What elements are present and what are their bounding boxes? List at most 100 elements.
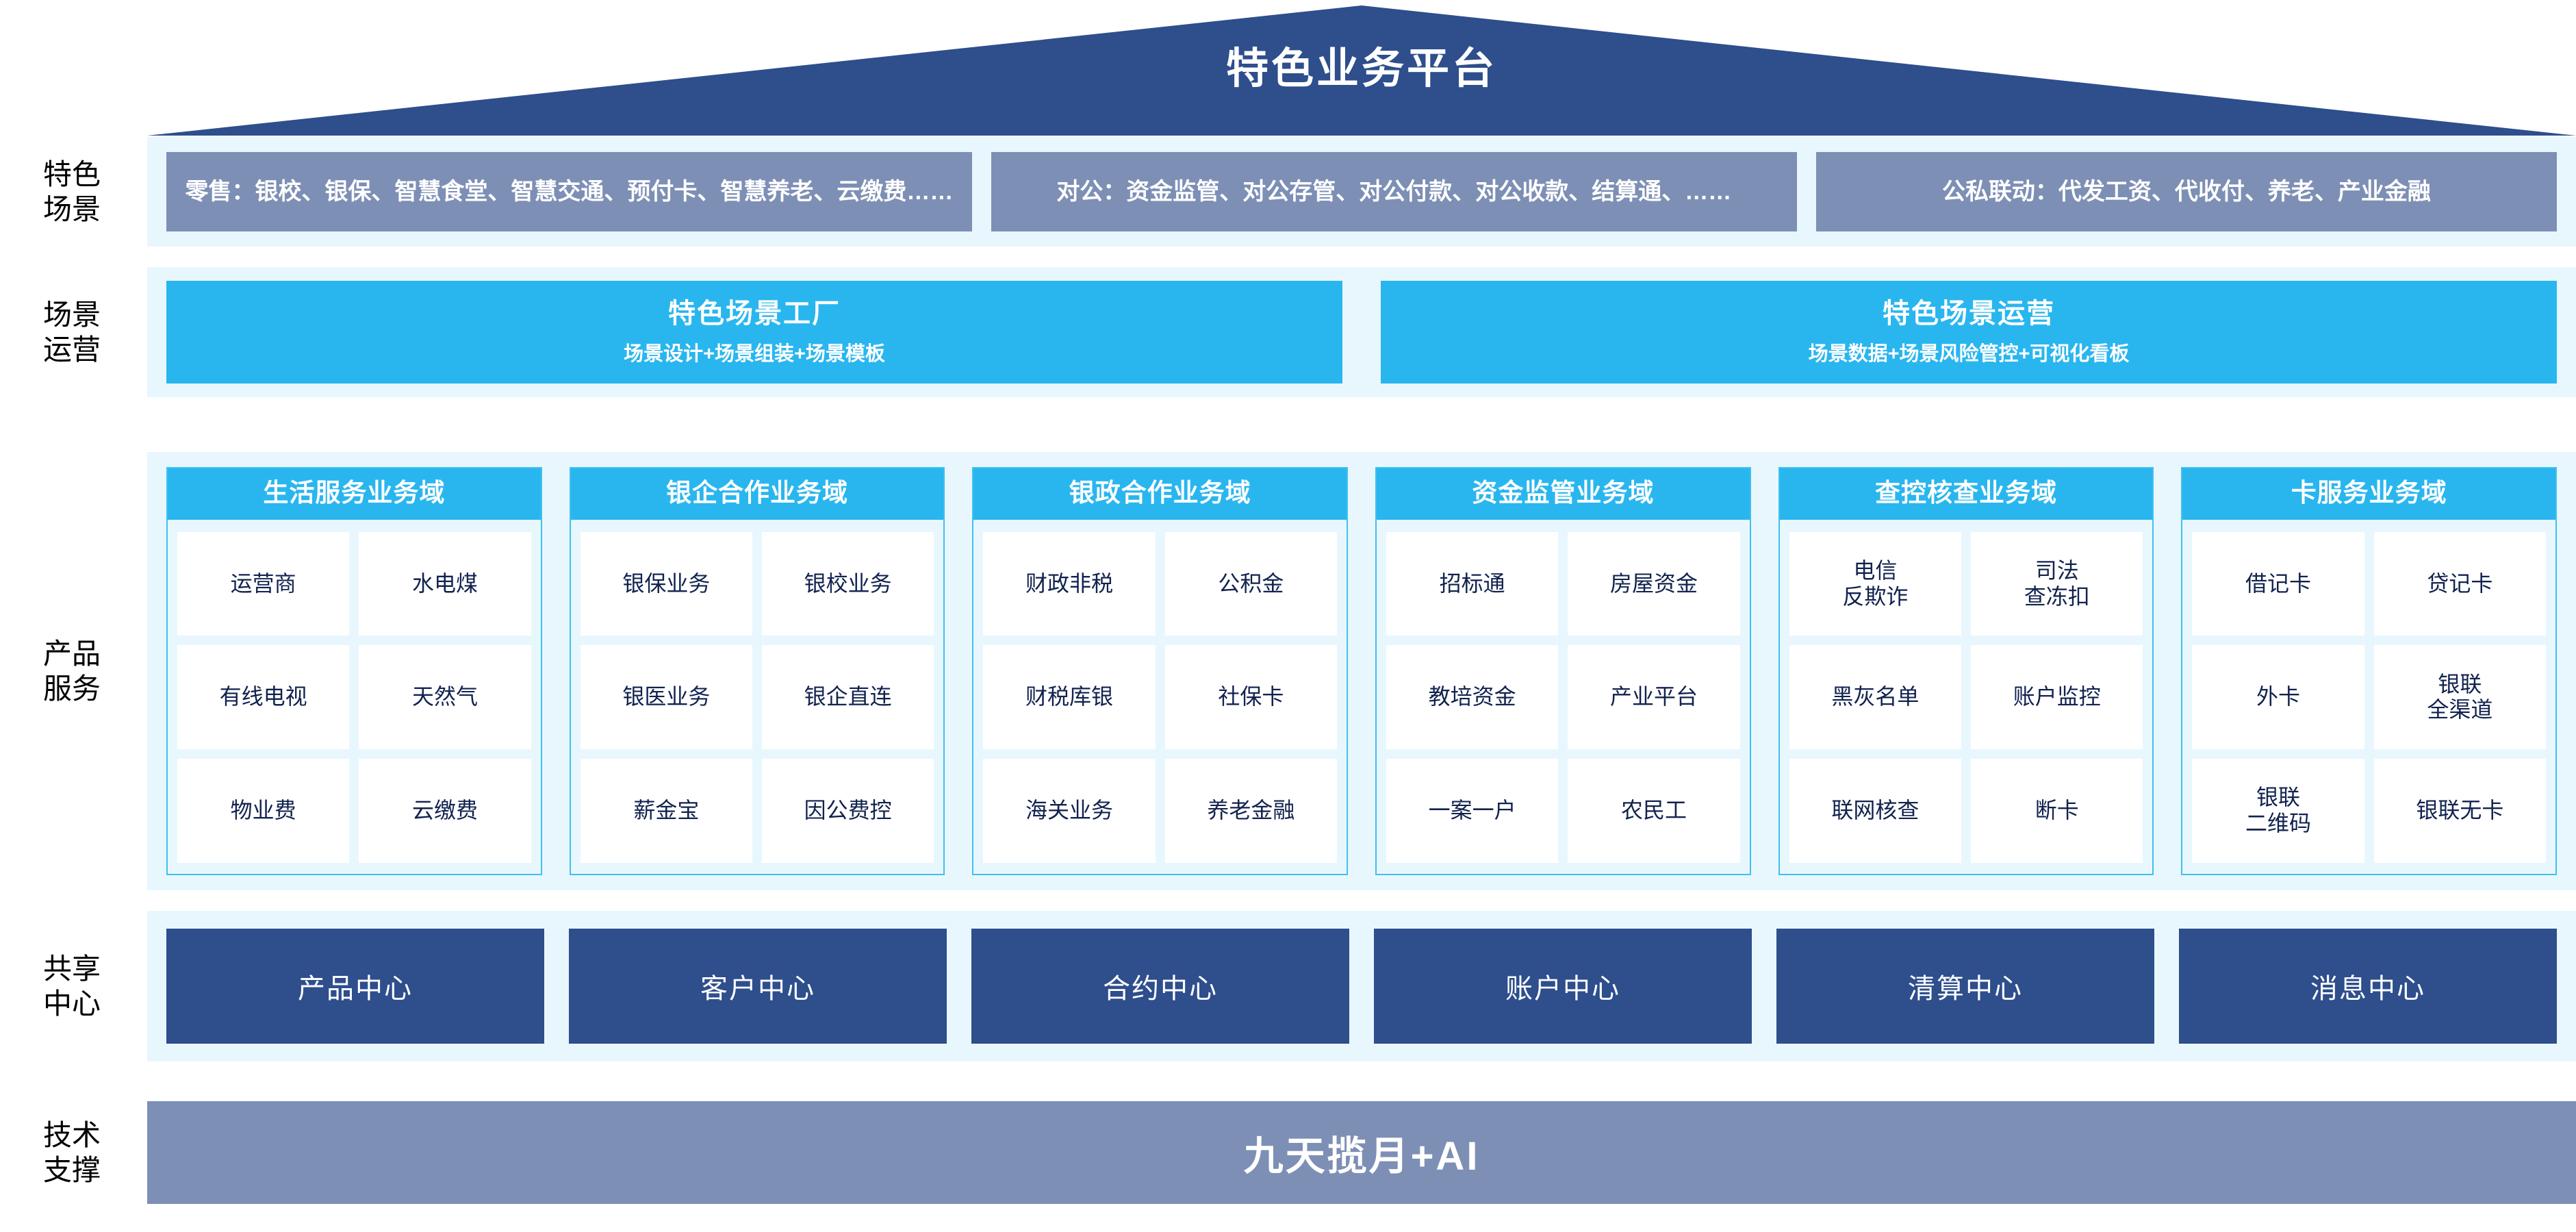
scene-box-retail[interactable]: 零售：银校、银保、智慧食堂、智慧交通、预付卡、智慧养老、云缴费……	[166, 152, 972, 231]
domain-row: 运营商 水电煤	[177, 531, 531, 636]
domain-cell[interactable]: 薪金宝	[580, 759, 753, 863]
row-label-tech: 技术 支撑	[0, 1101, 144, 1204]
row-label-tech-line1: 技术	[42, 1118, 101, 1151]
domain-card-card-service[interactable]: 卡服务业务域 借记卡 贷记卡 外卡 银联 全渠道 银联 二维码 银联无卡	[2181, 467, 2558, 875]
domain-cells-bank-enterprise: 银保业务 银校业务 银医业务 银企直连 薪金宝 因公费控	[571, 520, 944, 874]
domain-title-bank-government: 银政合作业务域	[973, 468, 1347, 520]
domain-card-investigation-control[interactable]: 查控核查业务域 电信 反欺诈 司法 查冻扣 黑灰名单 账户监控 联网核查 断卡	[1778, 467, 2154, 875]
scene-box-public-private[interactable]: 公私联动：代发工资、代收付、养老、产业金融	[1815, 152, 2557, 231]
row-label-shared: 共享 中心	[0, 911, 144, 1061]
shared-center-product[interactable]: 产品中心	[166, 929, 544, 1044]
domain-cell[interactable]: 云缴费	[359, 759, 531, 863]
domain-title-bank-enterprise: 银企合作业务域	[570, 468, 944, 520]
domain-row: 联网核查 断卡	[1789, 759, 2143, 863]
domain-row: 物业费 云缴费	[177, 759, 531, 863]
domain-row: 银保业务 银校业务	[580, 531, 934, 636]
row-label-product: 产品 服务	[0, 452, 144, 890]
operation-subtitle-scene-operation: 场景数据+场景风险管控+可视化看板	[1808, 343, 2130, 366]
domain-cell[interactable]: 运营商	[177, 531, 350, 636]
row-label-operation: 场景 运营	[0, 267, 144, 397]
domain-row: 招标通 房屋资金	[1386, 531, 1740, 636]
domain-cell[interactable]: 断卡	[1971, 759, 2143, 863]
domain-cell[interactable]: 司法 查冻扣	[1971, 531, 2143, 636]
domain-cell[interactable]: 天然气	[359, 645, 531, 750]
domain-cell[interactable]: 黑灰名单	[1789, 645, 1962, 750]
row-label-operation-line2: 运营	[42, 334, 101, 366]
domain-cell[interactable]: 电信 反欺诈	[1789, 531, 1962, 636]
product-panel	[147, 452, 2576, 890]
domain-card-bank-government[interactable]: 银政合作业务域 财政非税 公积金 财税库银 社保卡 海关业务 养老金融	[972, 467, 1349, 875]
domain-cell[interactable]: 银医业务	[580, 645, 753, 750]
domain-title-card-service: 卡服务业务域	[2182, 468, 2556, 520]
row-label-scene-line2: 场景	[42, 193, 101, 225]
row-label-shared-line2: 中心	[42, 988, 101, 1020]
domain-cells-card-service: 借记卡 贷记卡 外卡 银联 全渠道 银联 二维码 银联无卡	[2182, 520, 2555, 874]
platform-roof: 特色业务平台	[147, 5, 2576, 136]
domain-card-bank-enterprise[interactable]: 银企合作业务域 银保业务 银校业务 银医业务 银企直连 薪金宝 因公费控	[569, 467, 945, 875]
row-label-product-line2: 服务	[42, 672, 101, 705]
domain-row: 海关业务 养老金融	[983, 759, 1338, 863]
domain-cell[interactable]: 财税库银	[983, 645, 1156, 750]
domain-cell[interactable]: 银联无卡	[2373, 759, 2547, 863]
product-domain-group: 生活服务业务域 运营商 水电煤 有线电视 天然气 物业费 云缴费 银企合作业务域	[147, 452, 2576, 890]
shared-center-contract[interactable]: 合约中心	[971, 929, 1349, 1044]
domain-card-life-service[interactable]: 生活服务业务域 运营商 水电煤 有线电视 天然气 物业费 云缴费	[166, 467, 542, 875]
domain-cell[interactable]: 产业平台	[1568, 645, 1740, 750]
domain-cell[interactable]: 账户监控	[1971, 645, 2143, 750]
shared-center-customer[interactable]: 客户中心	[569, 929, 947, 1044]
domain-row: 财税库银 社保卡	[983, 645, 1338, 750]
row-label-tech-line2: 支撑	[42, 1154, 101, 1186]
row-label-scene: 特色 场景	[0, 137, 144, 247]
domain-cell[interactable]: 贷记卡	[2373, 531, 2547, 636]
domain-cell[interactable]: 联网核查	[1789, 759, 1962, 863]
operation-box-scene-operation[interactable]: 特色场景运营 场景数据+场景风险管控+可视化看板	[1381, 281, 2557, 384]
domain-cells-fund-supervision: 招标通 房屋资金 教培资金 产业平台 一案一户 农民工	[1377, 520, 1750, 874]
domain-cell[interactable]: 银企直连	[762, 645, 934, 750]
domain-cell[interactable]: 外卡	[2192, 645, 2364, 750]
domain-cell[interactable]: 房屋资金	[1568, 531, 1740, 636]
operation-title-scene-operation: 特色场景运营	[1883, 299, 2055, 329]
scene-box-corporate[interactable]: 对公：资金监管、对公存管、对公付款、对公收款、结算通、……	[991, 152, 1797, 231]
scene-box-group: 零售：银校、银保、智慧食堂、智慧交通、预付卡、智慧养老、云缴费…… 对公：资金监…	[147, 137, 2576, 247]
domain-row: 外卡 银联 全渠道	[2192, 645, 2547, 750]
domain-cell[interactable]: 财政非税	[983, 531, 1156, 636]
domain-cell[interactable]: 银联 全渠道	[2373, 645, 2547, 750]
domain-cell[interactable]: 物业费	[177, 759, 350, 863]
row-label-operation-line1: 场景	[42, 298, 101, 331]
shared-center-panel	[147, 911, 2576, 1061]
domain-row: 财政非税 公积金	[983, 531, 1338, 636]
domain-cell[interactable]: 一案一户	[1386, 759, 1559, 863]
domain-cell[interactable]: 银校业务	[762, 531, 934, 636]
domain-cell[interactable]: 招标通	[1386, 531, 1559, 636]
domain-cell[interactable]: 银保业务	[580, 531, 753, 636]
domain-cell[interactable]: 养老金融	[1164, 759, 1338, 863]
domain-row: 借记卡 贷记卡	[2192, 531, 2547, 636]
row-label-product-line1: 产品	[42, 637, 101, 670]
domain-row: 一案一户 农民工	[1386, 759, 1740, 863]
row-label-scene-line1: 特色	[42, 158, 101, 190]
operation-box-scene-factory[interactable]: 特色场景工厂 场景设计+场景组装+场景模板	[166, 281, 1342, 384]
shared-center-settlement[interactable]: 清算中心	[1776, 929, 2154, 1044]
domain-cell[interactable]: 农民工	[1568, 759, 1740, 863]
domain-row: 教培资金 产业平台	[1386, 645, 1740, 750]
domain-cell[interactable]: 水电煤	[359, 531, 531, 636]
domain-cell[interactable]: 因公费控	[762, 759, 934, 863]
domain-title-investigation-control: 查控核查业务域	[1779, 468, 2153, 520]
domain-cell[interactable]: 公积金	[1164, 531, 1338, 636]
domain-cell[interactable]: 教培资金	[1386, 645, 1559, 750]
domain-row: 银联 二维码 银联无卡	[2192, 759, 2547, 863]
domain-cell[interactable]: 借记卡	[2192, 531, 2364, 636]
tech-support-bar[interactable]: 九天揽月+AI	[147, 1101, 2576, 1204]
shared-center-account[interactable]: 账户中心	[1374, 929, 1752, 1044]
domain-cells-bank-government: 财政非税 公积金 财税库银 社保卡 海关业务 养老金融	[973, 520, 1347, 874]
shared-center-message[interactable]: 消息中心	[2179, 929, 2557, 1044]
domain-cell[interactable]: 海关业务	[983, 759, 1156, 863]
domain-cell[interactable]: 社保卡	[1164, 645, 1338, 750]
domain-cell[interactable]: 银联 二维码	[2192, 759, 2364, 863]
domain-row: 黑灰名单 账户监控	[1789, 645, 2143, 750]
shared-center-group: 产品中心 客户中心 合约中心 账户中心 清算中心 消息中心	[147, 911, 2576, 1061]
domain-cell[interactable]: 有线电视	[177, 645, 350, 750]
domain-card-fund-supervision[interactable]: 资金监管业务域 招标通 房屋资金 教培资金 产业平台 一案一户 农民工	[1375, 467, 1751, 875]
domain-row: 有线电视 天然气	[177, 645, 531, 750]
